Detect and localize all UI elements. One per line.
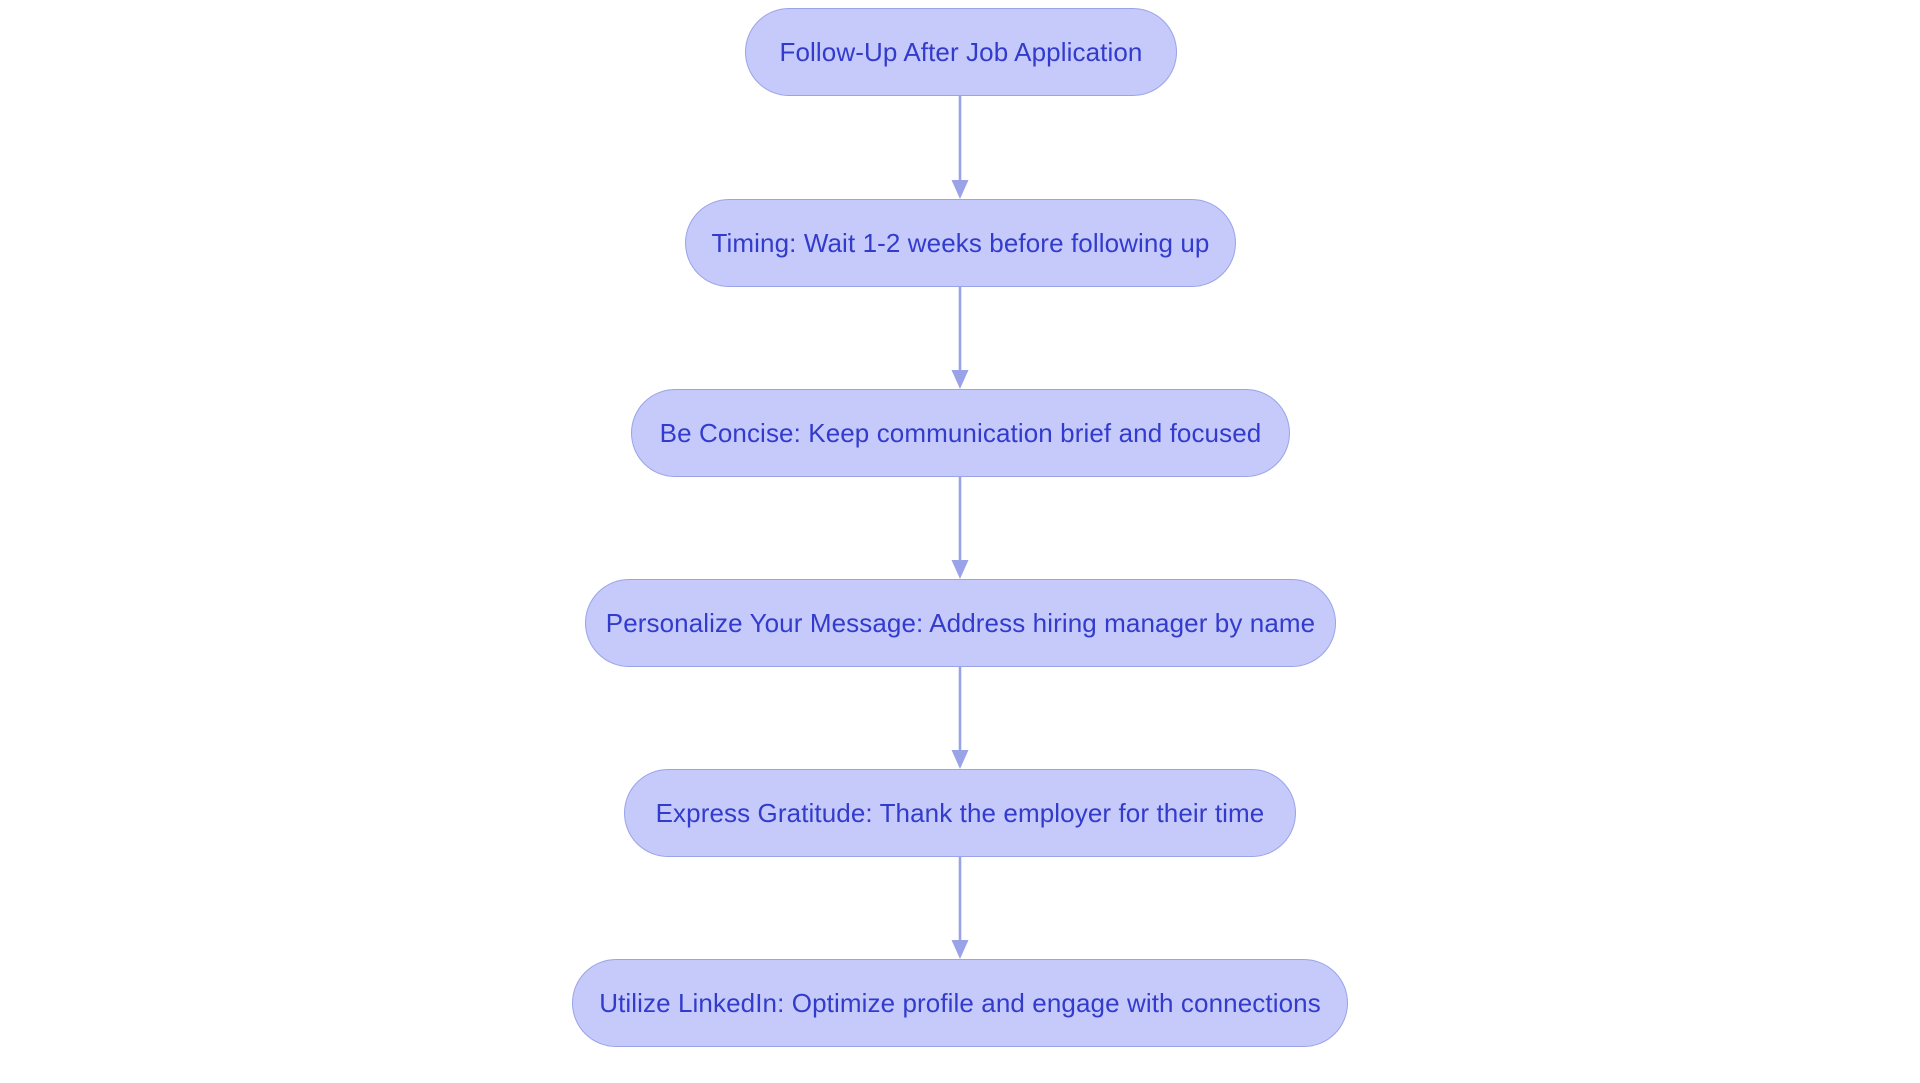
- flow-node-3[interactable]: Be Concise: Keep communication brief and…: [631, 389, 1290, 477]
- flow-node-label: Be Concise: Keep communication brief and…: [659, 418, 1262, 448]
- flow-node-6[interactable]: Utilize LinkedIn: Optimize profile and e…: [572, 959, 1348, 1047]
- connector-arrowhead: [951, 180, 969, 199]
- connector-arrowhead: [951, 940, 969, 959]
- flow-node-label: Timing: Wait 1-2 weeks before following …: [711, 228, 1210, 258]
- flow-node-4[interactable]: Personalize Your Message: Address hiring…: [585, 579, 1336, 667]
- flow-node-5[interactable]: Express Gratitude: Thank the employer fo…: [624, 769, 1296, 857]
- connector-arrowhead: [951, 750, 969, 769]
- connector-arrowhead: [951, 370, 969, 389]
- connector-arrowhead: [951, 560, 969, 579]
- flow-node-label: Follow-Up After Job Application: [779, 37, 1143, 67]
- flow-node-2[interactable]: Timing: Wait 1-2 weeks before following …: [685, 199, 1236, 287]
- flow-node-1[interactable]: Follow-Up After Job Application: [745, 8, 1177, 96]
- flow-node-label: Utilize LinkedIn: Optimize profile and e…: [599, 988, 1321, 1018]
- flow-node-label: Personalize Your Message: Address hiring…: [605, 608, 1316, 638]
- flow-node-label: Express Gratitude: Thank the employer fo…: [655, 798, 1265, 828]
